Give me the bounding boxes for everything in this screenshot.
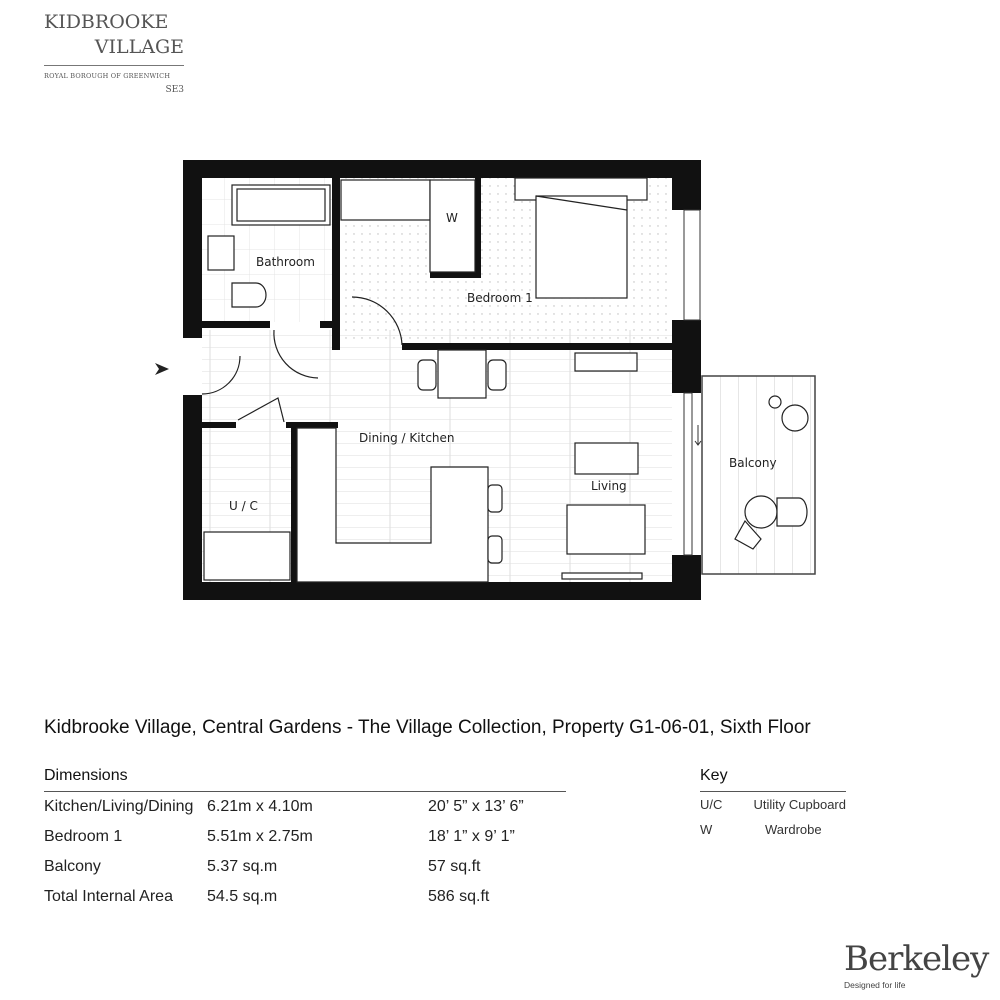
label-bedroom: Bedroom 1 — [467, 291, 533, 305]
metric: 5.37 sq.m — [207, 858, 278, 875]
brand-tagline: Designed for life — [844, 980, 906, 990]
logo-subtitle: ROYAL BOROUGH OF GREENWICH — [44, 72, 171, 80]
logo-line2: VILLAGE — [94, 36, 184, 58]
room-name: Total Internal Area — [44, 888, 173, 905]
dimensions-heading: Dimensions — [44, 766, 566, 792]
imperial: 18’ 1” x 9’ 1” — [428, 828, 515, 845]
brand-name: Berkeley — [844, 939, 989, 979]
bedroom-shelving — [340, 179, 431, 221]
label-bathroom: Bathroom — [256, 255, 315, 269]
entrance-arrow-icon — [155, 363, 169, 375]
bathroom-door-swing[interactable] — [273, 329, 319, 379]
dining-chair — [417, 359, 437, 391]
kitchen-counter — [296, 427, 489, 583]
toilet — [231, 282, 267, 308]
bed — [535, 195, 628, 299]
plant-pot — [768, 395, 782, 409]
key-heading: Key — [700, 766, 846, 792]
key-abbr: W — [700, 822, 713, 837]
key-meaning: Utility Cupboard — [753, 797, 847, 812]
key-item: U/C Utility Cupboard — [700, 793, 846, 817]
label-dining-kitchen: Dining / Kitchen — [359, 431, 455, 445]
bar-stool — [487, 535, 503, 564]
imperial: 20’ 5” x 13’ 6” — [428, 798, 524, 815]
plant-pot — [781, 404, 809, 432]
dining-table — [437, 349, 487, 399]
imperial: 586 sq.ft — [428, 888, 490, 905]
key-meaning: Wardrobe — [765, 822, 822, 837]
balcony-table — [744, 495, 778, 529]
imperial: 57 sq.ft — [428, 858, 481, 875]
sliding-arrow-icon — [694, 425, 702, 446]
key-legend: Key U/C Utility Cupboard W Wardrobe — [700, 766, 846, 842]
bed-fold — [535, 195, 628, 211]
bathtub-inner — [236, 188, 326, 222]
metric: 6.21m x 4.10m — [207, 798, 313, 815]
table-row: Kitchen/Living/Dining 6.21m x 4.10m 20’ 5”… — [44, 792, 566, 822]
logo-line1: KIDBROOKE — [44, 11, 169, 33]
key-abbr: U/C — [700, 797, 723, 812]
balcony-chair — [776, 497, 808, 527]
coffee-table — [574, 442, 639, 475]
property-title: Kidbrooke Village, Central Gardens - The… — [44, 717, 811, 738]
logo-postcode: SE3 — [165, 85, 184, 95]
table-row: Balcony 5.37 sq.m 57 sq.ft — [44, 852, 566, 882]
metric: 54.5 sq.m — [207, 888, 278, 905]
washbasin — [207, 235, 235, 271]
sofa — [566, 504, 646, 555]
bedroom-window — [683, 209, 701, 321]
kidbrooke-village-logo: KIDBROOKE VILLAGE ROYAL BOROUGH OF GREEN… — [44, 10, 184, 96]
berkeley-logo: Berkeley Designed for life — [844, 938, 989, 991]
floor-plan: Bathroom Bedroom 1 W Dining / Kitchen Li… — [155, 160, 816, 600]
label-balcony: Balcony — [729, 456, 777, 470]
logo-divider — [44, 65, 184, 66]
walls — [183, 160, 701, 600]
metric: 5.51m x 2.75m — [207, 828, 313, 845]
label-living: Living — [591, 479, 627, 493]
entrance-door-swing[interactable] — [201, 355, 241, 395]
room-name: Kitchen/Living/Dining — [44, 798, 194, 815]
label-utility: U / C — [229, 499, 258, 513]
utility-door[interactable] — [237, 397, 285, 423]
utility-unit — [203, 531, 291, 581]
room-name: Balcony — [44, 858, 101, 875]
dining-chair — [487, 359, 507, 391]
dimensions-table: Dimensions Kitchen/Living/Dining 6.21m x … — [44, 766, 566, 912]
balcony-chair — [734, 519, 762, 550]
key-item: W Wardrobe — [700, 818, 846, 842]
table-row: Total Internal Area 54.5 sq.m 586 sq.ft — [44, 882, 566, 912]
radiator — [561, 572, 643, 580]
balcony-sliding-door[interactable] — [683, 392, 693, 556]
table-row: Bedroom 1 5.51m x 2.75m 18’ 1” x 9’ 1” — [44, 822, 566, 852]
tv-unit — [574, 352, 638, 372]
bar-stool — [487, 484, 503, 513]
label-wardrobe: W — [446, 211, 458, 225]
room-name: Bedroom 1 — [44, 828, 123, 845]
bedroom-door-swing[interactable] — [351, 296, 403, 346]
wardrobe — [429, 179, 476, 273]
